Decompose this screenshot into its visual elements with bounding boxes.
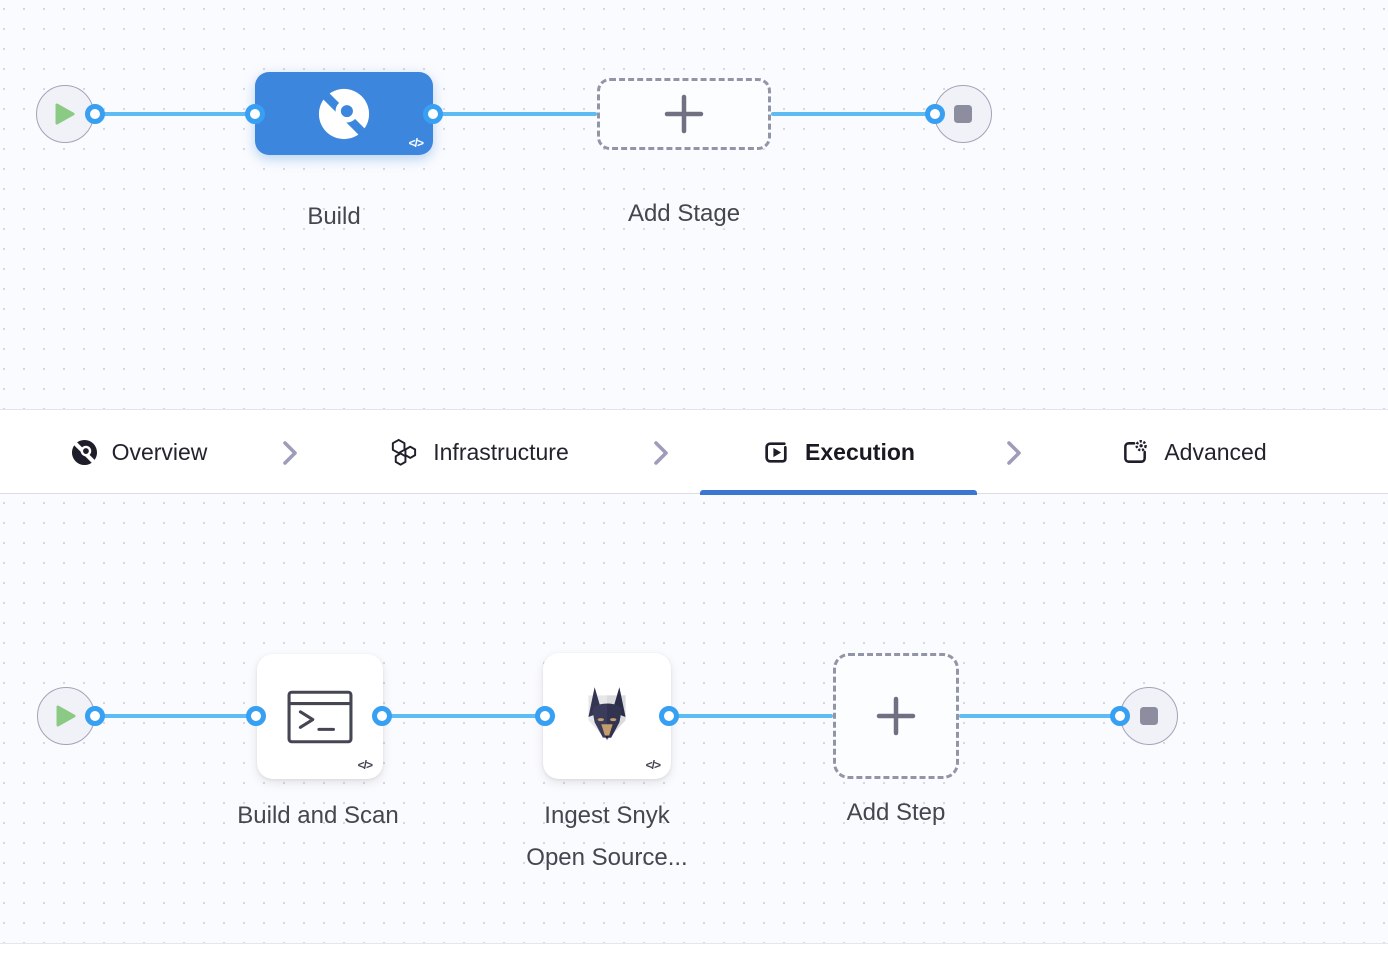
- tab-overview-label: Overview: [111, 438, 208, 465]
- add-stage-label: Add Stage: [627, 200, 741, 227]
- step-label-ingest-snyk: Ingest Snyk Open Source...: [497, 795, 717, 879]
- stage-config-tabs: Overview Infrastructure Execution: [0, 409, 1388, 495]
- step-label-line2: Open Source...: [526, 844, 688, 871]
- advanced-icon: [1124, 439, 1148, 463]
- execution-canvas[interactable]: </> </>: [0, 494, 1388, 943]
- play-icon: [55, 103, 75, 125]
- stage-canvas[interactable]: </> Build Add Stage: [0, 0, 1388, 409]
- add-step-label: Add Step: [846, 799, 946, 826]
- connector-line: [95, 714, 257, 718]
- ci-build-icon: [317, 87, 371, 140]
- snyk-doberman-icon: [588, 687, 626, 741]
- tab-infrastructure[interactable]: Infrastructure: [340, 410, 617, 494]
- add-stage-button[interactable]: [597, 78, 771, 150]
- connector-line: [671, 714, 833, 718]
- tab-advanced-label: Advanced: [1164, 438, 1267, 465]
- tab-execution-label: Execution: [805, 438, 915, 465]
- yaml-badge: </>: [357, 758, 373, 772]
- bottom-panel-edge: [0, 943, 1388, 954]
- connector-port[interactable]: [245, 104, 265, 124]
- plus-icon: [664, 94, 704, 134]
- yaml-badge: </>: [645, 758, 661, 772]
- yaml-badge: </>: [408, 136, 424, 150]
- pipeline-end-node[interactable]: [934, 85, 992, 143]
- step-label-build-and-scan: Build and Scan: [237, 802, 399, 829]
- chevron-right-icon: [654, 441, 668, 465]
- tab-infrastructure-label: Infrastructure: [433, 438, 569, 465]
- infrastructure-icon: [392, 438, 417, 466]
- terminal-icon: [287, 690, 353, 743]
- step-label-line1: Ingest Snyk: [544, 802, 670, 829]
- connector-port[interactable]: [659, 706, 679, 726]
- active-tab-underline: [700, 490, 977, 495]
- stage-label-build: Build: [307, 203, 361, 230]
- play-icon: [56, 705, 76, 727]
- connector-line: [771, 112, 935, 116]
- connector-port[interactable]: [1110, 706, 1130, 726]
- connector-port[interactable]: [246, 706, 266, 726]
- overview-icon: [70, 439, 98, 466]
- connector-line: [95, 112, 255, 116]
- step-node-build-and-scan[interactable]: </>: [257, 654, 383, 779]
- tab-execution[interactable]: Execution: [700, 410, 977, 495]
- chevron-right-icon: [283, 441, 297, 465]
- connector-line: [383, 714, 545, 718]
- plus-icon: [876, 696, 916, 736]
- tab-overview[interactable]: Overview: [0, 410, 278, 494]
- execution-icon: [765, 441, 787, 463]
- stop-icon: [1140, 707, 1158, 725]
- connector-port[interactable]: [535, 706, 555, 726]
- connector-port[interactable]: [85, 104, 105, 124]
- chevron-right-icon: [1007, 441, 1021, 465]
- connector-line: [959, 714, 1120, 718]
- pipeline-start-node[interactable]: [36, 85, 94, 143]
- connector-port[interactable]: [85, 706, 105, 726]
- connector-port[interactable]: [372, 706, 392, 726]
- connector-line: [433, 112, 597, 116]
- connector-port[interactable]: [925, 104, 945, 124]
- add-step-button[interactable]: [833, 653, 959, 779]
- connector-port[interactable]: [423, 104, 443, 124]
- stage-node-build[interactable]: </>: [255, 72, 433, 155]
- stop-icon: [954, 105, 972, 123]
- tab-advanced[interactable]: Advanced: [1055, 410, 1333, 494]
- step-node-ingest-snyk[interactable]: </>: [543, 653, 671, 779]
